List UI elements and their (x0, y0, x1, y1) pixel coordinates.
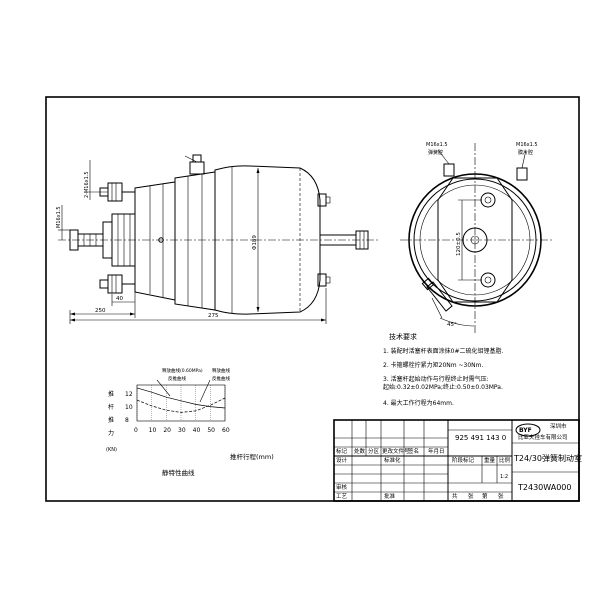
brake-chamber-end-view (400, 143, 552, 335)
chart-legend-1: 释放曲线(0.60MPa) (162, 367, 203, 374)
title-cell: 比例 (499, 456, 511, 464)
lower-port-fitting (107, 274, 123, 294)
spring-chamber-body (134, 181, 176, 301)
chart-x-tick-label: 60 (222, 427, 230, 434)
chart-y-ticks: 12 10 8 (125, 391, 133, 424)
title-cell: 分区 (368, 447, 380, 455)
title-cell: 审核 (336, 483, 348, 491)
chart-x-tick-label: 0 (134, 427, 138, 434)
title-cell: 标准化 (384, 456, 401, 464)
title-cell: 更改文件号 (382, 447, 410, 455)
chart-series-line (136, 387, 226, 409)
chart-y-tick-label: 10 (125, 404, 133, 411)
notes-heading: 技术要求 (389, 332, 417, 341)
drawing-frame (45, 96, 580, 502)
legend-leader (199, 379, 211, 403)
note-item: 4. 最大工作行程为64mm. (383, 399, 454, 407)
title-cell: 标记 (336, 447, 348, 455)
chart-x-ticks: 0 10 20 30 40 50 60 (134, 427, 230, 434)
note-item: 1. 装配时活塞杆表面涂抹0#二硫化钼锂基脂. (383, 347, 503, 355)
dim-side-center-label: 120±0.5 (456, 232, 462, 256)
note-item: 3. 活塞杆起始动作与行程终止时需气压: (383, 375, 489, 383)
company-logo-text: BYF (519, 427, 532, 434)
static-characteristic-chart: 0 10 20 30 40 50 60 12 10 8 (125, 379, 230, 434)
port-left-label: M16x1.5 (426, 142, 448, 148)
chart-legend-2: 释放曲线 (212, 367, 230, 374)
title-block-frame (333, 419, 580, 502)
title-cell: 工艺 (336, 493, 348, 500)
chart-x-tick-label: 10 (149, 427, 157, 434)
chart-x-tick-label: 50 (207, 427, 215, 434)
angle-arc (439, 317, 475, 327)
title-cell: 共 (452, 492, 458, 500)
port-right-label: M16x1.5 (516, 142, 538, 148)
scale-value: 1:2 (500, 474, 508, 480)
chart-y-tick-label: 12 (125, 391, 133, 398)
dim-offset-label: 40 (116, 296, 123, 302)
dim-left-thread-label: M16x1.5 (56, 206, 62, 228)
chart-y-tick-label: 8 (125, 417, 129, 424)
port-left-sublabel: 弹簧腔 (428, 149, 443, 156)
clamp-bolt (426, 281, 453, 312)
dim-diameter-label: Φ189 (252, 235, 258, 250)
service-chamber-housing (214, 165, 321, 315)
company-logo-mark (515, 423, 541, 437)
chart-x-tick-label: 30 (178, 427, 186, 434)
note-item: 2. 卡箍螺栓拧紧力矩20Nm ~30Nm. (383, 361, 484, 369)
chart-ylabel-char: 推 (108, 390, 114, 398)
chart-legend-2-sub: 反推曲线 (212, 375, 230, 382)
chart-caption: 静特性曲线 (162, 468, 195, 477)
upper-port-fitting (107, 182, 123, 202)
note-item: 起始:0.32±0.02MPa;终止:0.50±0.03MPa. (383, 383, 503, 391)
chart-series-group (136, 387, 226, 413)
legend-leader (156, 379, 171, 397)
dim-overall-label: 275 (208, 313, 219, 319)
port-right-sublabel: 膜片腔 (518, 149, 533, 156)
service-chamber-port (516, 167, 528, 181)
mounting-face-plate (437, 177, 513, 303)
title-cell: 年月日 (428, 447, 445, 455)
chart-x-label: 推杆行程(mm) (230, 452, 274, 461)
drawing-number: T2430WA000 (517, 483, 571, 492)
product-name: T24/30弹簧制动室 (513, 453, 582, 463)
chart-grid (136, 385, 226, 421)
title-cell: 张 (468, 492, 474, 500)
company-name: 比亚夫挂车有限公司 (518, 433, 568, 441)
clamp-ring-circle (413, 178, 537, 302)
rod-nut (355, 230, 369, 250)
title-cell: 重量 (484, 456, 496, 464)
chart-series-line (136, 397, 226, 413)
dim-top-left-label: 2-M16x1.5 (84, 171, 90, 198)
clamp-band (174, 171, 216, 311)
title-cell: 批准 (384, 492, 396, 500)
title-block (333, 419, 580, 502)
title-cell: 张 (498, 492, 504, 500)
outer-housing-circle (408, 173, 542, 307)
title-cell: 第 (482, 492, 488, 500)
mount-bolt-top (480, 192, 496, 208)
title-cell: 设计 (336, 456, 348, 464)
dim-rod-label: 250 (95, 308, 106, 314)
mount-bolt-bottom (480, 272, 496, 288)
chart-y-unit: (KN) (106, 447, 117, 453)
company-city: 深圳市 (550, 422, 567, 430)
chart-ylabel-char: 力 (108, 429, 114, 437)
rod-bore (462, 227, 488, 253)
chart-ylabel-char: 推 (108, 416, 114, 424)
chart-x-tick-label: 40 (193, 427, 201, 434)
brake-chamber-side-view (58, 154, 378, 324)
chart-legend-1-sub: 反推曲线 (168, 375, 186, 382)
chart-ylabel-char: 杆 (108, 403, 114, 411)
top-port-fitting (189, 161, 205, 175)
spring-chamber-port (443, 163, 455, 177)
part-code: 925 491 143 0 (455, 434, 506, 442)
title-cell: 处数 (354, 447, 366, 455)
title-cell: 阶段标记 (452, 456, 475, 464)
dim-angle-label: 45° (447, 322, 457, 328)
title-cell: 签名 (408, 447, 419, 455)
chart-x-tick-label: 20 (163, 427, 171, 434)
